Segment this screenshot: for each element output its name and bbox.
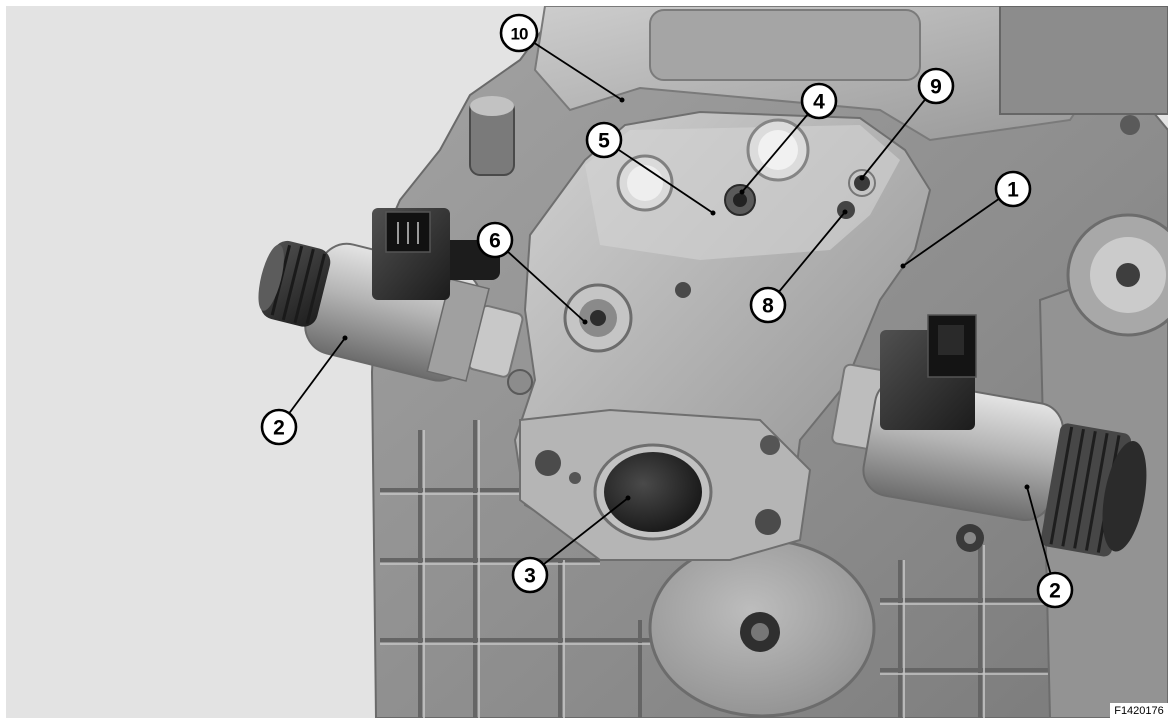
callout-circle xyxy=(1036,571,1074,609)
flange-bolt-hole xyxy=(760,435,780,455)
top-cover-panel xyxy=(649,9,921,81)
callout-circle xyxy=(800,82,838,120)
callout-circle xyxy=(260,408,298,446)
callout-circle xyxy=(499,13,539,53)
callout-label: 8 xyxy=(762,295,774,318)
leader-line xyxy=(278,337,346,428)
figure-code: F1420176 xyxy=(1114,705,1164,717)
callout-label: 2 xyxy=(273,417,285,440)
callouts: 10 4 9 5 1 6 xyxy=(260,13,1074,609)
leader-line xyxy=(741,100,820,193)
left-connector-socket xyxy=(385,211,431,253)
top-right-plate xyxy=(999,6,1168,115)
right-solenoid-knob-cap xyxy=(1102,441,1147,552)
callout-1: 1 xyxy=(900,170,1032,269)
callout-label: 3 xyxy=(524,565,536,588)
callout-2-left: 2 xyxy=(260,335,348,446)
leader-tip xyxy=(619,97,625,103)
leader-line xyxy=(494,239,586,323)
leader-tip xyxy=(1024,484,1030,490)
left-solenoid-knob-cap xyxy=(258,244,284,311)
leader-line xyxy=(861,85,937,179)
left-solenoid-collar xyxy=(426,278,490,382)
callout-6: 6 xyxy=(476,221,588,325)
callout-label: 5 xyxy=(598,130,610,153)
callout-label: 10 xyxy=(511,25,528,44)
figure-code-background xyxy=(1110,703,1168,718)
callout-10: 10 xyxy=(499,13,625,103)
callout-circle xyxy=(917,67,955,105)
callout-label: 1 xyxy=(1007,179,1019,202)
port-3-bore xyxy=(604,452,702,532)
pulley-bolt-head xyxy=(751,623,769,641)
port-hole-9 xyxy=(854,175,870,191)
leader-tip xyxy=(582,319,588,325)
leader-line xyxy=(603,139,714,214)
top-right-bolt xyxy=(1120,115,1140,135)
plug-left-face xyxy=(627,165,663,201)
breather-cap-top xyxy=(470,96,514,116)
flange-bolt-hole xyxy=(755,509,781,535)
leader-tip xyxy=(625,495,631,501)
flange-bolt-hole xyxy=(535,450,561,476)
callout-4: 4 xyxy=(739,82,838,195)
callout-circle xyxy=(511,556,549,594)
callout-circle xyxy=(585,121,623,159)
leader-line xyxy=(518,32,623,101)
port-hole-9-ring xyxy=(848,169,876,197)
leader-tip xyxy=(342,335,348,341)
leader-line xyxy=(767,211,846,306)
port-6-center xyxy=(590,310,606,326)
callout-9: 9 xyxy=(859,67,955,181)
callout-circle xyxy=(476,221,514,259)
callout-circle xyxy=(994,170,1032,208)
leader-tip xyxy=(710,210,716,216)
housing-ribs-highlight xyxy=(380,420,1168,718)
block-nut xyxy=(507,369,533,395)
leader-tip xyxy=(739,189,745,195)
flange-bolt-hole xyxy=(569,472,581,484)
callout-label: 6 xyxy=(489,230,501,253)
callout-label: 2 xyxy=(1049,580,1061,603)
callout-2-right: 2 xyxy=(1024,484,1074,609)
housing-bolt-head xyxy=(964,532,976,544)
leader-line xyxy=(529,497,629,576)
callout-label: 4 xyxy=(813,91,825,114)
figure-code-box: F1420176 xyxy=(1110,703,1168,718)
callout-circle xyxy=(749,286,787,324)
callout-8: 8 xyxy=(749,209,848,324)
right-connector-pin-box xyxy=(938,325,964,355)
leader-tip xyxy=(900,263,906,269)
photo xyxy=(6,6,1168,718)
adjust-screw-center xyxy=(733,193,747,207)
left-connector-pins xyxy=(397,222,419,244)
right-solenoid-knob-ribs xyxy=(1049,426,1121,553)
leader-tip xyxy=(842,209,848,215)
right-boss-bolt xyxy=(1116,263,1140,287)
callout-label: 9 xyxy=(930,76,942,99)
callout-3: 3 xyxy=(511,495,631,594)
leader-tip xyxy=(859,175,865,181)
leader-line xyxy=(902,188,1014,267)
callout-5: 5 xyxy=(585,121,716,216)
block-hole xyxy=(675,282,691,298)
